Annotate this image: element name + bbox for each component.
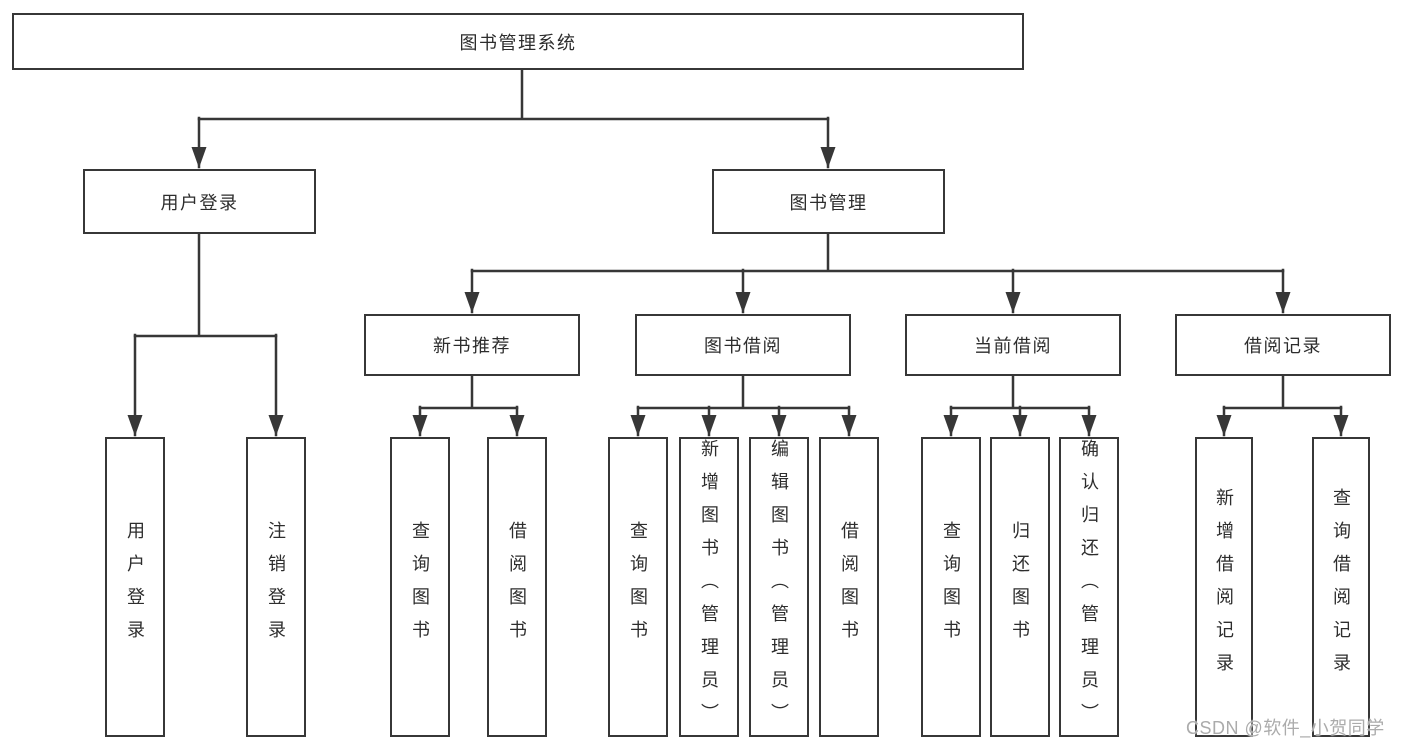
leaf-borrow-borrow-books-label: 借阅图书 <box>839 521 859 653</box>
leaf-borrow-edit-books-admin: 编辑图书（管理员） <box>749 437 809 737</box>
node-current-borrowing-label: 当前借阅 <box>974 336 1052 356</box>
node-current-borrowing: 当前借阅 <box>905 314 1121 376</box>
leaf-record-query-borrow-record: 查询借阅记录 <box>1312 437 1370 737</box>
leaf-borrow-add-books-admin-label: 新增图书（管理员） <box>699 439 719 736</box>
leaf-borrow-query-books: 查询图书 <box>608 437 668 737</box>
leaf-logout: 注销登录 <box>246 437 306 737</box>
leaf-user-login: 用户登录 <box>105 437 165 737</box>
node-user-login-label: 用户登录 <box>160 192 239 213</box>
leaf-current-confirm-return-admin-label: 确认归还（管理员） <box>1079 439 1099 736</box>
node-book-borrowing: 图书借阅 <box>635 314 851 376</box>
leaf-current-confirm-return-admin: 确认归还（管理员） <box>1059 437 1119 737</box>
node-library-system: 图书管理系统 <box>12 13 1024 70</box>
leaf-record-add-borrow-record-label: 新增借阅记录 <box>1214 488 1234 686</box>
leaf-current-query-books: 查询图书 <box>921 437 981 737</box>
node-library-system-label: 图书管理系统 <box>459 32 577 53</box>
leaf-logout-label: 注销登录 <box>266 521 286 653</box>
node-user-login: 用户登录 <box>83 169 316 234</box>
leaf-borrow-edit-books-admin-label: 编辑图书（管理员） <box>769 439 789 736</box>
node-book-management: 图书管理 <box>712 169 945 234</box>
node-book-management-label: 图书管理 <box>789 192 868 213</box>
node-new-book-recommend: 新书推荐 <box>364 314 580 376</box>
leaf-borrow-query-books-label: 查询图书 <box>628 521 648 653</box>
csdn-watermark: CSDN @软件_小贺同学 <box>1186 718 1385 738</box>
leaf-newbook-borrow-books-label: 借阅图书 <box>507 521 527 653</box>
leaf-current-query-books-label: 查询图书 <box>941 521 961 653</box>
leaf-current-return-books-label: 归还图书 <box>1010 521 1030 653</box>
leaf-record-query-borrow-record-label: 查询借阅记录 <box>1331 488 1351 686</box>
node-borrowing-records-label: 借阅记录 <box>1244 336 1322 356</box>
leaf-record-add-borrow-record: 新增借阅记录 <box>1195 437 1253 737</box>
leaf-newbook-borrow-books: 借阅图书 <box>487 437 547 737</box>
leaf-borrow-borrow-books: 借阅图书 <box>819 437 879 737</box>
node-borrowing-records: 借阅记录 <box>1175 314 1391 376</box>
leaf-newbook-query-books: 查询图书 <box>390 437 450 737</box>
leaf-newbook-query-books-label: 查询图书 <box>410 521 430 653</box>
node-new-book-recommend-label: 新书推荐 <box>433 336 511 356</box>
leaf-user-login-label: 用户登录 <box>125 521 145 653</box>
leaf-borrow-add-books-admin: 新增图书（管理员） <box>679 437 739 737</box>
node-book-borrowing-label: 图书借阅 <box>704 336 782 356</box>
leaf-current-return-books: 归还图书 <box>990 437 1050 737</box>
